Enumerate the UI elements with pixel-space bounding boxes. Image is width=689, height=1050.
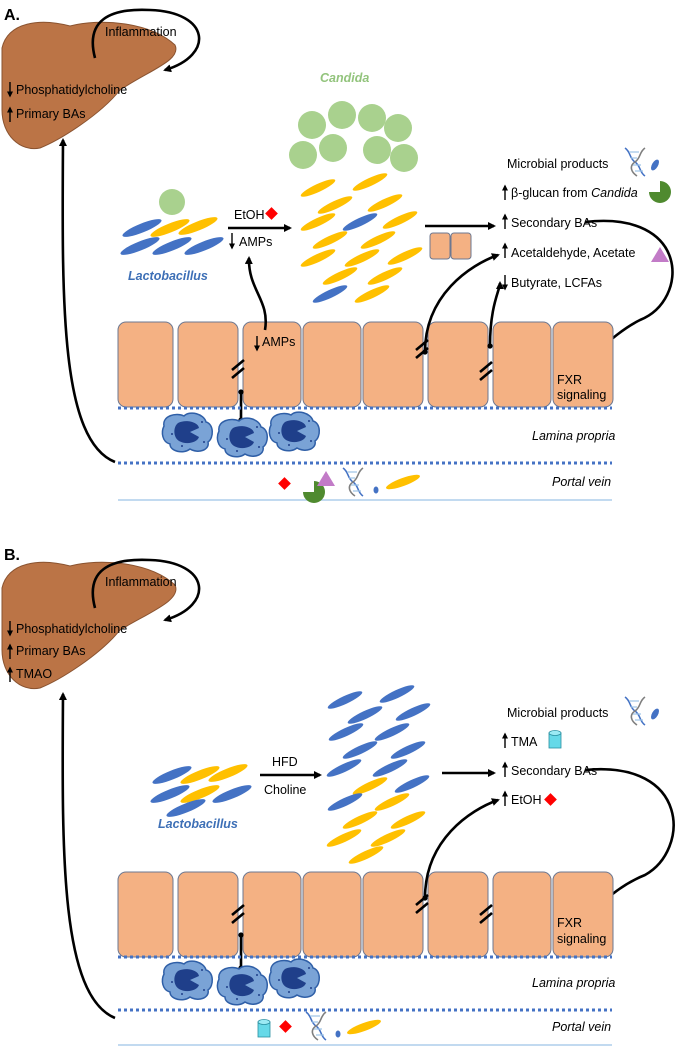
liver-b [1,561,177,690]
acetaldehyde-label: Acetaldehyde, Acetate [511,246,635,260]
bacteria-column-b [326,685,431,864]
macrophage-icon [161,412,214,453]
portal-label-b: Portal vein [552,1020,611,1034]
lamina-label-a: Lamina propria [532,429,615,443]
rod-icon [651,159,659,171]
acetaldehyde-leak-arrow [422,253,500,355]
fxr-signaling-label-a: signaling [557,388,606,402]
beta-glucan-label: β-glucan from Candida [511,186,638,200]
lamina-label-b: Lamina propria [532,976,615,990]
red-diamond-icon [279,1020,292,1033]
lactobacillus-label-a: Lactobacillus [128,269,208,283]
macrophage-icon [216,965,269,1006]
butyrate-label: Butyrate, LCFAs [511,276,602,290]
liver-item2-b: Primary BAs [16,644,85,658]
inflammation-label-a: Inflammation [105,25,177,39]
etoh-label-b: EtOH [511,793,542,807]
panel-a-label: A. [4,7,20,24]
bacteria-column-a [300,173,423,303]
purple-triangle-icon [651,247,669,262]
microbial-products-label-a: Microbial products [507,157,608,171]
coccus-icon [335,1030,341,1038]
red-diamond-icon [544,793,557,806]
green-pac-icon [649,181,671,203]
tma-label: TMA [511,735,538,749]
panel-b-label: B. [4,547,20,564]
cyan-cylinder-icon [257,1019,271,1038]
secondary-bas-label-b: Secondary BAs [511,764,597,778]
dna-icon [305,1011,327,1041]
portal-to-liver-arrow-a [58,138,116,464]
liver-item1-a: Phosphatidylcholine [16,83,127,97]
macrophage-icon [161,960,214,1001]
dna-icon [624,147,646,177]
red-diamond-icon [278,477,291,490]
tight-junction-breaks-b [231,894,493,924]
green-pac-icon [303,481,325,503]
secondary-bas-label-a: Secondary BAs [511,216,597,230]
amps-cell-label: AMPs [262,335,295,349]
butyrate-leak-arrow [487,281,504,349]
red-diamond-icon [265,207,278,220]
portal-to-liver-arrow-b [58,692,116,1020]
epithelium-a [117,321,614,408]
lactobacillus-label-b: Lactobacillus [158,817,238,831]
panel-b: B. Inflammation Phosphatidylcholine Prim… [1,547,675,1046]
liver-a [1,21,177,150]
candida-label: Candida [320,71,369,85]
coccus-icon [373,486,379,494]
yellow-bacterium-icon [386,474,420,490]
inflammation-loop-b [91,558,201,623]
portal-label-a: Portal vein [552,475,611,489]
macrophage-icon [216,417,269,458]
lactobacillus-group-b [150,764,252,817]
small-cell-icon [450,232,472,260]
dna-icon [624,696,646,726]
panel-a: A. Inflammation Phosphatidylcholine Prim… [1,7,674,503]
fxr-label-a: FXR [557,373,582,387]
macrophage-icon [268,411,321,452]
yellow-bacterium-icon [347,1019,381,1035]
fxr-signaling-label-b: signaling [557,932,606,946]
purple-triangle-icon [317,471,335,486]
etoh-label-a: EtOH [234,208,265,222]
fxr-label-b: FXR [557,916,582,930]
liver-item3-b: TMAO [16,667,52,681]
epithelium-b [117,871,614,958]
hfd-label: HFD [272,755,298,769]
small-cell-icon [429,232,451,260]
candida-cluster [289,101,418,172]
inflammation-loop-a [91,8,201,73]
microbial-products-label-b: Microbial products [507,706,608,720]
lactobacillus-group-a [120,189,224,255]
liver-item1-b: Phosphatidylcholine [16,622,127,636]
amps-up-arrow [244,256,268,331]
etoh-leak-arrow [422,798,500,901]
choline-label: Choline [264,783,306,797]
amps-upper-label: AMPs [239,235,272,249]
liver-item2-a: Primary BAs [16,107,85,121]
inflammation-label-b: Inflammation [105,575,177,589]
macrophage-icon [268,958,321,999]
rod-icon [651,708,659,720]
dna-icon [342,467,364,497]
cyan-cylinder-icon [548,730,562,749]
